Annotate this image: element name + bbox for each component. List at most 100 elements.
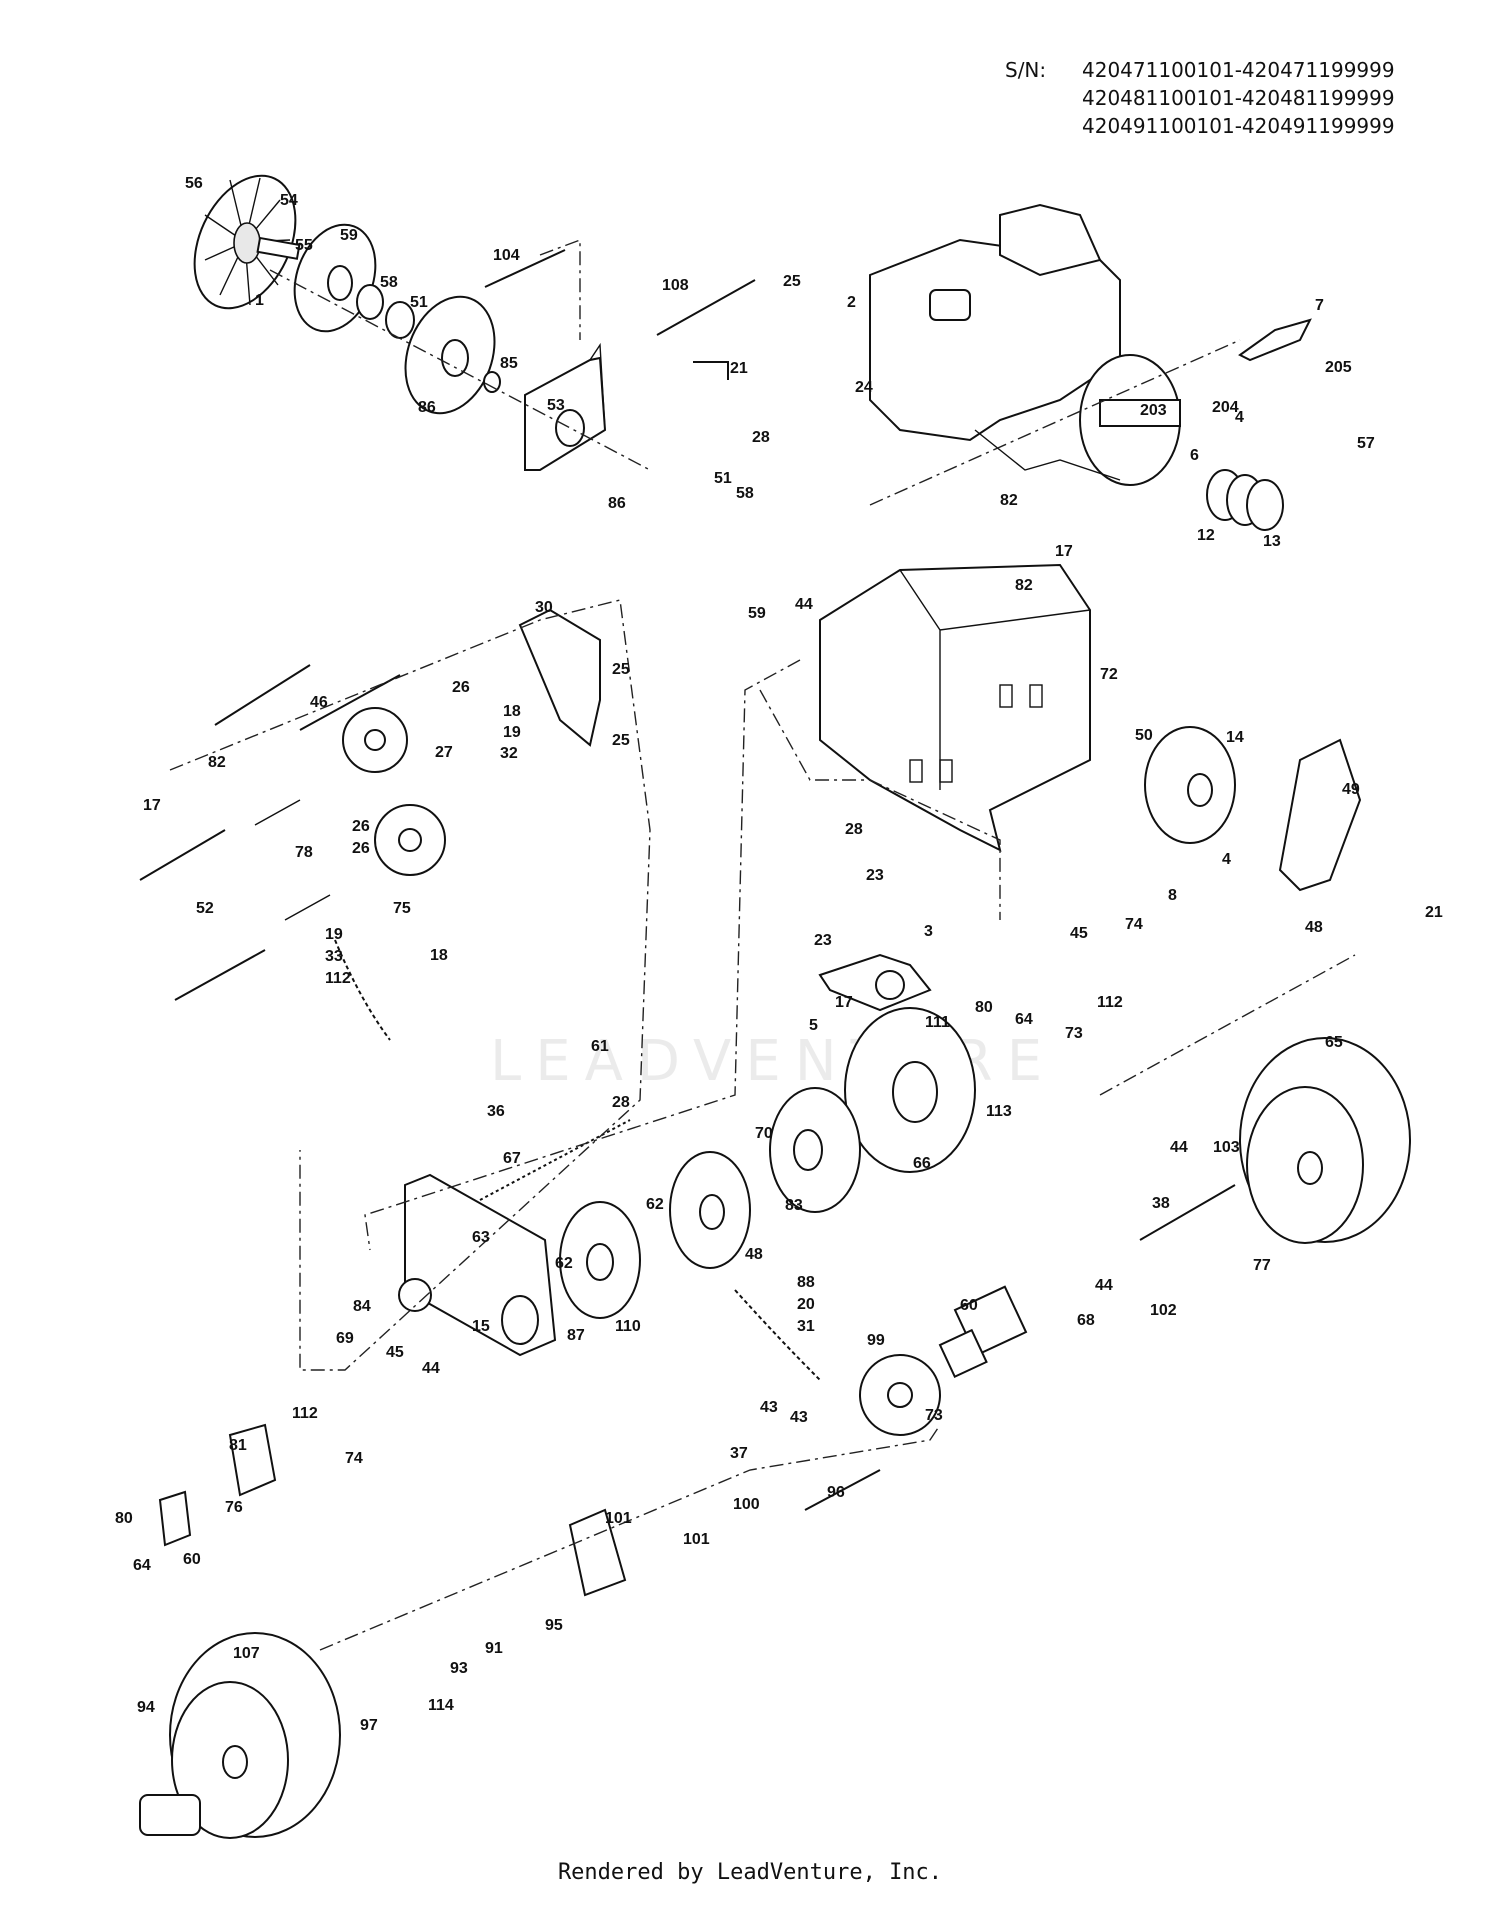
serial-range-1: 420471100101-420471199999 [1082,58,1395,82]
part-callout-104: 104 [493,247,520,264]
part-callout-28: 28 [845,821,863,838]
spacer-78 [254,799,331,921]
part-callout-87: 87 [567,1327,585,1344]
part-callout-17: 17 [143,797,161,814]
part-callout-43: 43 [790,1409,808,1426]
part-callout-73: 73 [925,1407,943,1424]
hub-99 [938,1285,1028,1379]
part-callout-21: 21 [730,360,748,377]
part-callout-63: 63 [472,1229,490,1246]
bolt-100 [804,1469,881,1511]
part-callout-28: 28 [612,1094,630,1111]
part-callout-59: 59 [748,605,766,622]
spacer-94 [139,1794,201,1836]
part-callout-24: 24 [855,379,873,396]
part-callout-82: 82 [208,754,226,771]
part-callout-101: 101 [605,1510,632,1527]
part-callout-51: 51 [410,294,428,311]
part-callout-112: 112 [1097,994,1123,1011]
part-callout-88: 88 [797,1274,815,1291]
part-callout-113: 113 [986,1103,1012,1120]
part-callout-4: 4 [1235,409,1244,426]
part-callout-107: 107 [233,1645,260,1662]
part-callout-81: 81 [229,1437,247,1454]
serial-label: S/N: [1005,58,1047,82]
part-callout-28: 28 [752,429,770,446]
part-callout-17: 17 [835,994,853,1011]
part-callout-73: 73 [1065,1025,1083,1042]
assembly-line-chain [169,599,651,1371]
part-callout-59: 59 [340,227,358,244]
serial-range-2: 420481100101-420481199999 [1082,86,1395,110]
part-callout-55: 55 [295,237,313,254]
part-callout-61: 61 [591,1038,609,1055]
assembly-line-bolt [539,238,581,340]
part-callout-69: 69 [336,1330,354,1347]
part-callout-58: 58 [380,274,398,291]
assembly-line-mid [759,689,1001,920]
part-callout-50: 50 [1135,727,1153,744]
part-callout-74: 74 [1125,916,1143,933]
flange-112-lower [228,1423,277,1497]
part-callout-205: 205 [1325,359,1352,376]
wheel-114 [169,1632,341,1839]
part-callout-85: 85 [500,355,518,372]
serial-range-3: 420491100101-420491199999 [1082,114,1395,138]
chain-87-88-20 [734,1289,821,1381]
part-callout-18: 18 [503,703,521,720]
plate-15 [398,1173,557,1357]
part-callout-6: 6 [1190,447,1199,464]
wheel-113 [1239,1037,1411,1244]
part-callout-93: 93 [450,1660,468,1677]
part-callout-14: 14 [1226,729,1244,746]
part-callout-52: 52 [196,900,214,917]
part-callout-32: 32 [500,745,518,762]
part-callout-64: 64 [1015,1011,1033,1028]
bolt-52b [174,949,266,1001]
assembly-line-upper [269,269,651,471]
assembly-line-engine [869,339,1241,506]
sprocket-31 [859,1354,941,1436]
part-callout-54: 54 [280,192,298,209]
part-callout-58: 58 [736,485,754,502]
frame-112 [819,563,1091,852]
part-callout-91: 91 [485,1640,503,1657]
part-callout-23: 23 [814,932,832,949]
part-callout-37: 37 [730,1445,748,1462]
part-callout-102: 102 [1150,1302,1177,1319]
part-callout-18: 18 [430,947,448,964]
part-callout-20: 20 [797,1296,815,1313]
part-callout-111: 111 [925,1014,950,1031]
impeller-fan [193,174,301,310]
part-callout-12: 12 [1197,527,1215,544]
part-callout-68: 68 [1077,1312,1095,1329]
part-callout-25: 25 [612,661,630,678]
part-callout-100: 100 [733,1496,760,1513]
part-callout-1: 1 [255,292,264,309]
part-callout-94: 94 [137,1699,155,1716]
drawing [139,174,1411,1839]
part-callout-67: 67 [503,1150,521,1167]
engine [869,203,1181,486]
plate-70 [844,1007,976,1173]
part-callout-45: 45 [386,1344,404,1361]
part-callout-78: 78 [295,844,313,861]
bracket-96 [568,1508,627,1597]
part-callout-46: 46 [310,694,328,711]
part-callout-112: 112 [292,1405,318,1422]
part-callout-23: 23 [866,867,884,884]
part-callout-82: 82 [1000,492,1018,509]
part-callout-5: 5 [809,1017,818,1034]
part-callout-19: 19 [325,926,343,943]
part-callout-110: 110 [615,1318,641,1335]
part-callout-15: 15 [472,1318,490,1335]
plate-62b [559,1201,641,1319]
part-callout-49: 49 [1342,781,1360,798]
part-callout-44: 44 [795,596,813,613]
sprocket-75 [374,804,446,876]
assembly-line-frame [364,659,801,1251]
part-callout-4: 4 [1222,851,1231,868]
part-callout-65: 65 [1325,1034,1343,1051]
part-callout-36: 36 [487,1103,505,1120]
